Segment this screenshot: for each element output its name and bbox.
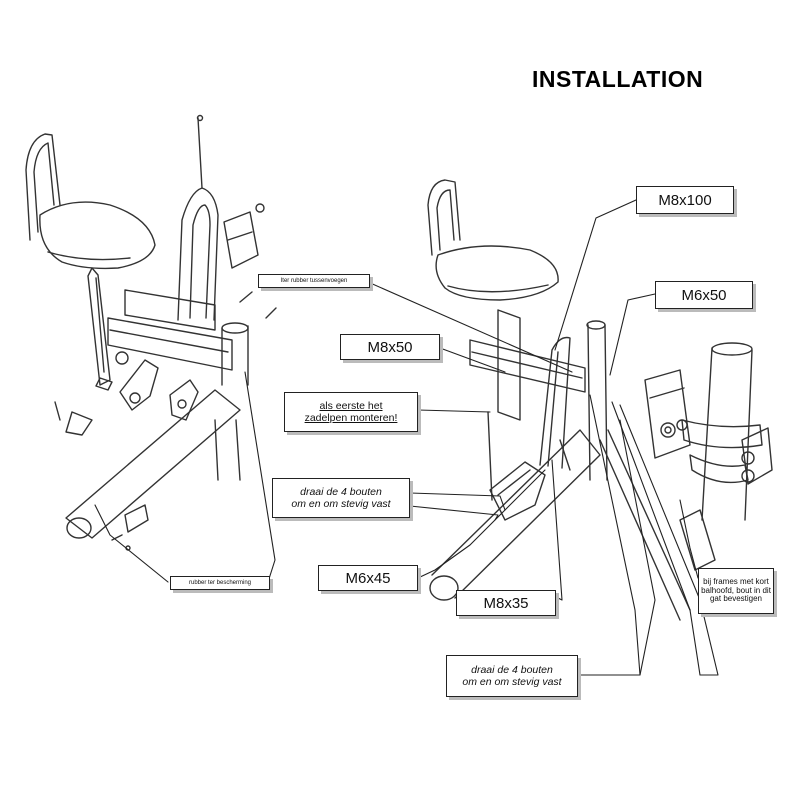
note-bouten-bottom-line2: om en om stevig vast	[462, 676, 562, 688]
left-frame-tube	[65, 389, 241, 539]
left-seat-backrest	[25, 133, 61, 241]
note-zadelpen-line2: zadelpen monteren!	[304, 412, 398, 424]
label-m6x45: M6x45	[318, 565, 418, 591]
note-bouten-top-line1: draai de 4 bouten	[300, 485, 382, 498]
left-clamp-piece	[119, 359, 159, 411]
right-detail-view	[599, 342, 773, 621]
note-bouten-bottom-line1: draai de 4 bouten	[471, 663, 553, 676]
center-seat-cushion	[435, 245, 559, 301]
label-m8x35: M8x35	[456, 590, 556, 616]
left-seatpost-tube	[221, 325, 249, 386]
note-zadelpen-line1: als eerste het	[319, 399, 383, 412]
right-head-tube	[701, 347, 753, 521]
label-m8x100: M8x100	[636, 186, 734, 214]
note-frames-line1: bij frames met kort	[703, 577, 769, 587]
center-frame-tube	[431, 429, 601, 599]
note-zadelpen-monteren: als eerste het zadelpen monteren!	[284, 392, 418, 432]
left-seat-support	[87, 267, 111, 386]
label-m6x50: M6x50	[655, 281, 753, 309]
note-bouten-top-line2: om en om stevig vast	[291, 498, 391, 510]
note-frames-line3: gat bevestigen	[709, 594, 763, 604]
label-m8x50: M8x50	[340, 334, 440, 360]
note-bouten-top: draai de 4 bouten om en om stevig vast	[272, 478, 410, 518]
leader-lines	[94, 199, 719, 676]
page-title: INSTALLATION	[532, 66, 704, 92]
label-rubber-bescherming: rubber ter bescherming	[170, 576, 270, 590]
center-assembled-view	[427, 179, 608, 601]
left-seat-cushion	[39, 201, 156, 270]
left-mount-rail	[107, 317, 233, 371]
center-u-bracket	[539, 336, 571, 469]
label-rubber-tussenvoegen: Iter rubber tussenvoegen	[258, 274, 370, 288]
center-mount-rail	[469, 339, 586, 393]
note-bouten-bottom: draai de 4 bouten om en om stevig vast	[446, 655, 578, 697]
note-frames-line2: balhoofd, bout in dit	[701, 585, 771, 595]
center-seat-backrest	[427, 179, 461, 256]
note-frames-kort-balhoofd: bij frames met kort balhoofd, bout in di…	[698, 568, 774, 614]
right-clamp-plate	[644, 369, 691, 459]
left-small-bracket	[223, 211, 259, 269]
left-exploded-view	[25, 114, 277, 551]
